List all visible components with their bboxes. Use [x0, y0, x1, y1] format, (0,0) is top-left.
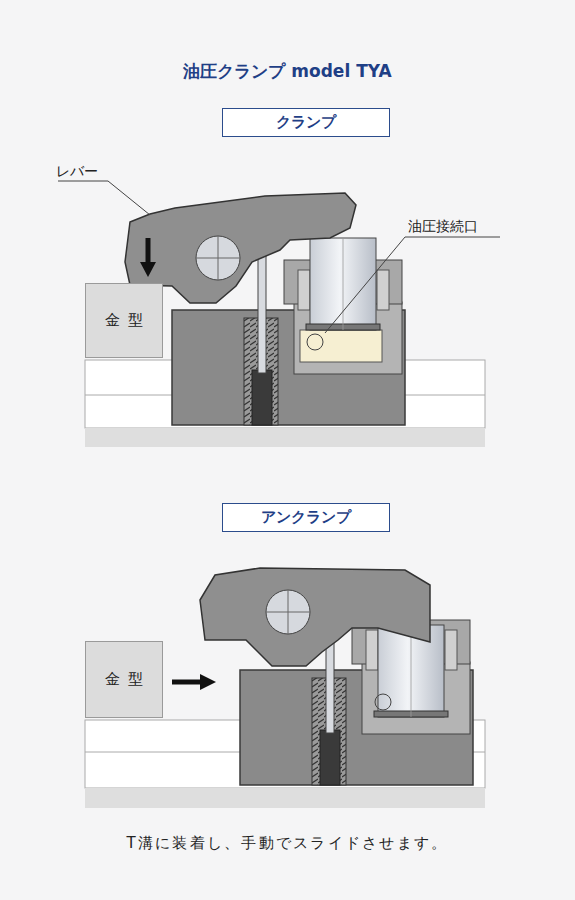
- title: 油圧クランプ model TYA: [0, 60, 575, 83]
- part-label: レバー: [56, 163, 98, 181]
- caption: T溝に装着し、手動でスライドさせます。: [0, 834, 575, 853]
- node-text: 金型: [98, 311, 151, 330]
- state-tag: クランプ: [222, 108, 390, 137]
- node-text: 金型: [98, 670, 151, 689]
- node-text: クランプ: [276, 113, 336, 132]
- node-text: アンクランプ: [261, 508, 351, 527]
- mold-block: 金型: [85, 641, 163, 718]
- part-label: 油圧接続口: [408, 218, 478, 236]
- state-tag: アンクランプ: [222, 503, 390, 532]
- mold-block: 金型: [85, 283, 163, 358]
